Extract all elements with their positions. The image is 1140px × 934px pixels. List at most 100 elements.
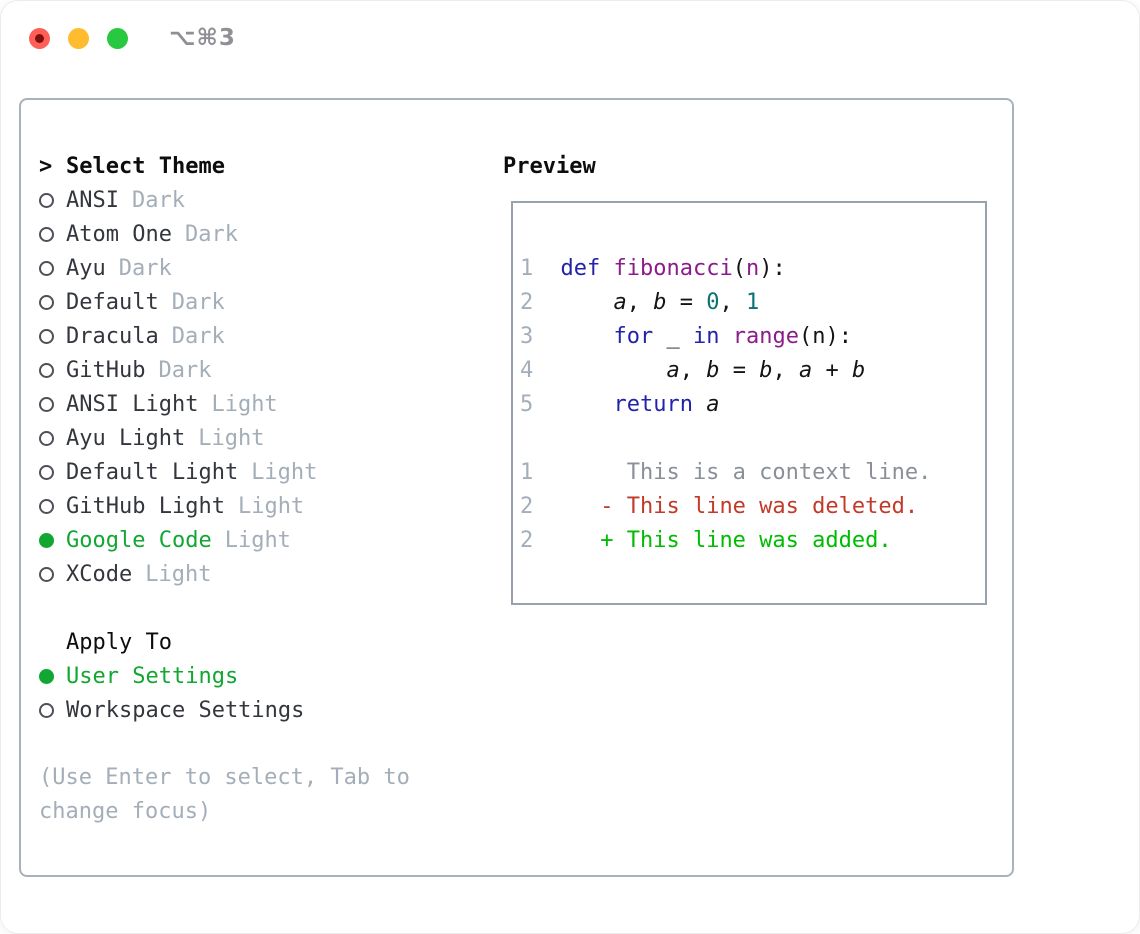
radio-icon: [39, 702, 66, 718]
code-text: - This line was deleted.: [600, 493, 919, 519]
preview-header: Preview: [503, 149, 596, 183]
theme-option-atom-one[interactable]: Atom One Dark: [39, 217, 469, 251]
window-title: ⌥⌘3: [169, 25, 236, 51]
radio-circle: [39, 498, 54, 514]
theme-label: GitHub Light: [66, 493, 225, 519]
theme-variant-label: Light: [237, 493, 305, 519]
theme-option-github[interactable]: GitHub Dark: [39, 353, 469, 387]
radio-icon: [39, 566, 66, 582]
theme-option-ayu[interactable]: Ayu Dark: [39, 251, 469, 285]
radio-circle: [39, 226, 54, 242]
radio-icon: [39, 226, 66, 242]
help-text: (Use Enter to select, Tab to change focu…: [39, 765, 410, 824]
radio-circle: [39, 464, 54, 480]
line-number: 1: [520, 255, 534, 281]
radio-icon: [39, 294, 66, 310]
theme-label: Default: [66, 289, 159, 315]
theme-label: GitHub: [66, 357, 146, 383]
theme-option-default-light[interactable]: Default Light Light: [39, 455, 469, 489]
select-theme-header: > Select Theme: [39, 149, 469, 183]
code-text: def fibonacci(n):: [560, 255, 786, 281]
preview-line: 2 + This line was added.: [520, 523, 985, 557]
theme-option-github-light[interactable]: GitHub Light Light: [39, 489, 469, 523]
close-button[interactable]: [29, 28, 50, 49]
radio-circle: [39, 396, 54, 412]
radio-icon: [39, 328, 66, 344]
code-text: return a: [613, 391, 720, 417]
theme-variant-label: Light: [145, 561, 212, 587]
code-text: for _ in range(n):: [613, 323, 852, 349]
radio-icon: [39, 396, 66, 412]
selected-radio-icon: [39, 668, 66, 684]
preview-line: 1 def fibonacci(n):: [520, 251, 985, 285]
theme-option-default[interactable]: Default Dark: [39, 285, 469, 319]
code-text: + This line was added.: [600, 527, 892, 553]
select-theme-title: Select Theme: [66, 153, 225, 179]
code-text: a, b = 0, 1: [613, 289, 760, 315]
radio-icon: [39, 260, 66, 276]
radio-icon: [39, 192, 66, 208]
preview-line: 4 a, b = b, a + b: [520, 353, 985, 387]
theme-label: Ayu Light: [66, 425, 186, 451]
theme-variant-label: Dark: [158, 357, 212, 383]
radio-circle: [39, 702, 54, 718]
blank-line: [520, 421, 985, 455]
theme-label: XCode: [66, 561, 133, 587]
theme-label: Google Code: [66, 527, 212, 553]
radio-circle: [39, 566, 54, 582]
theme-variant-label: Light: [251, 459, 318, 485]
theme-variant-label: Dark: [171, 323, 225, 349]
radio-circle: [39, 668, 54, 684]
radio-icon: [39, 430, 66, 446]
radio-circle: [39, 260, 54, 276]
apply-option-label: Workspace Settings: [66, 697, 305, 723]
code-text: This is a context line.: [534, 459, 932, 485]
line-number: 3: [520, 323, 534, 349]
radio-circle: [39, 294, 54, 310]
apply-to-header: Apply To: [39, 625, 469, 659]
radio-circle: [39, 430, 54, 446]
apply-option-user-settings[interactable]: User Settings: [39, 659, 469, 693]
line-number: 2: [520, 527, 534, 553]
line-number: 1: [520, 459, 534, 485]
theme-label: Atom One: [66, 221, 172, 247]
theme-option-xcode[interactable]: XCode Light: [39, 557, 469, 591]
spacer: [39, 591, 469, 625]
theme-variant-label: Dark: [184, 221, 238, 247]
theme-variant-label: Dark: [118, 255, 172, 281]
theme-label: Default Light: [66, 459, 239, 485]
preview-line: 2 a, b = 0, 1: [520, 285, 985, 319]
selected-radio-icon: [39, 532, 66, 548]
radio-circle: [39, 328, 54, 344]
preview-line: 1 This is a context line.: [520, 455, 985, 489]
preview-line: 3 for _ in range(n):: [520, 319, 985, 353]
apply-option-label: User Settings: [66, 663, 239, 689]
radio-circle: [39, 362, 54, 378]
zoom-button[interactable]: [107, 28, 128, 49]
chevron-icon: >: [39, 153, 53, 179]
code-text: a, b = b, a + b: [666, 357, 866, 383]
focus-cursor: >: [39, 154, 66, 179]
line-number: 2: [520, 289, 534, 315]
theme-label: ANSI: [66, 187, 119, 213]
minimize-button[interactable]: [68, 28, 89, 49]
line-number: 4: [520, 357, 534, 383]
theme-variant-label: Dark: [171, 289, 225, 315]
apply-to-title: Apply To: [66, 629, 172, 655]
theme-label: Ayu: [66, 255, 106, 281]
radio-circle: [39, 192, 54, 208]
theme-variant-label: Light: [211, 391, 278, 417]
apply-option-workspace-settings[interactable]: Workspace Settings: [39, 693, 469, 727]
radio-circle: [39, 532, 54, 548]
radio-icon: [39, 464, 66, 480]
